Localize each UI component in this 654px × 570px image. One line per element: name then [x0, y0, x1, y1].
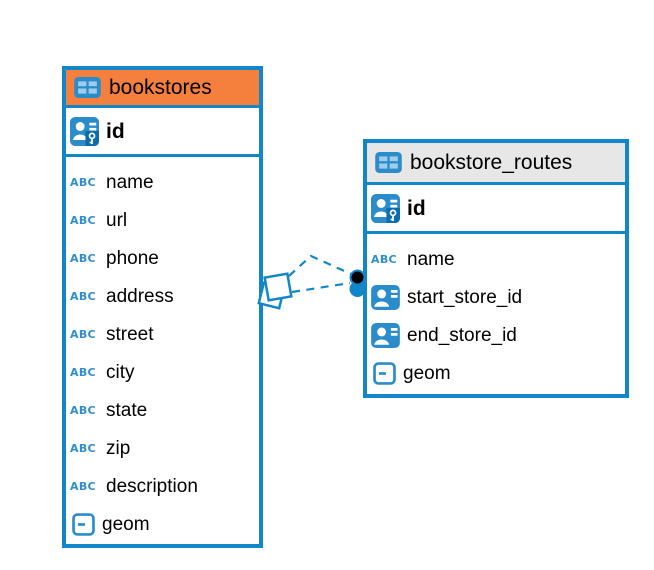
- column-name: zip: [106, 437, 131, 459]
- column-row-street[interactable]: ABC street: [66, 315, 259, 353]
- relationship-source-handle-icon[interactable]: [257, 272, 293, 310]
- column-row-state[interactable]: ABC state: [66, 391, 259, 429]
- column-name: name: [106, 171, 154, 193]
- column-name: geom: [102, 513, 150, 535]
- column-list: ABC name ABC url ABC phone ABC address A…: [66, 157, 259, 543]
- column-name: address: [106, 285, 174, 307]
- table-bookstore-routes[interactable]: bookstore_routes id ABC name start_store…: [363, 139, 629, 398]
- column-name: description: [106, 475, 198, 497]
- column-name: url: [106, 209, 128, 231]
- column-row-phone[interactable]: ABC phone: [66, 239, 259, 277]
- column-row-zip[interactable]: ABC zip: [66, 429, 259, 467]
- column-name: geom: [403, 362, 451, 384]
- column-row-geom[interactable]: geom: [367, 354, 625, 392]
- column-row-id[interactable]: id: [66, 108, 259, 157]
- column-name: start_store_id: [407, 286, 523, 308]
- column-name: state: [106, 399, 148, 421]
- column-row-description[interactable]: ABC description: [66, 467, 259, 505]
- column-row-address[interactable]: ABC address: [66, 277, 259, 315]
- column-row-end-store-id[interactable]: end_store_id: [367, 316, 625, 354]
- text-type-icon: ABC: [70, 289, 96, 303]
- column-row-name[interactable]: ABC name: [66, 163, 259, 201]
- column-row-url[interactable]: ABC url: [66, 201, 259, 239]
- column-name: phone: [106, 247, 159, 269]
- text-type-icon: ABC: [70, 479, 96, 493]
- table-header-bookstore-routes[interactable]: bookstore_routes: [367, 143, 625, 185]
- text-type-icon: ABC: [70, 327, 96, 341]
- column-name: city: [106, 361, 135, 383]
- column-name: id: [106, 119, 125, 143]
- column-row-start-store-id[interactable]: start_store_id: [367, 278, 625, 316]
- column-list: ABC name start_store_id end_store_id geo…: [367, 234, 625, 392]
- column-name: end_store_id: [407, 324, 517, 346]
- table-header-bookstores[interactable]: bookstores: [66, 70, 259, 108]
- column-row-id[interactable]: id: [367, 185, 625, 234]
- column-row-city[interactable]: ABC city: [66, 353, 259, 391]
- text-type-icon: ABC: [70, 441, 96, 455]
- column-name: id: [407, 196, 426, 220]
- column-row-name[interactable]: ABC name: [367, 240, 625, 278]
- text-type-icon: ABC: [70, 251, 96, 265]
- text-type-icon: ABC: [70, 403, 96, 417]
- relationship-target-handle-icon[interactable]: [349, 269, 366, 297]
- column-name: name: [407, 248, 455, 270]
- relationship-line-top[interactable]: [288, 254, 352, 277]
- column-name: street: [106, 323, 154, 345]
- text-type-icon: ABC: [70, 175, 96, 189]
- text-type-icon: ABC: [70, 365, 96, 379]
- relationship-line-bottom[interactable]: [291, 281, 351, 294]
- text-type-icon: ABC: [70, 213, 96, 227]
- column-row-geom[interactable]: geom: [66, 505, 259, 543]
- table-bookstores[interactable]: bookstores id ABC name ABC url ABC phone…: [62, 66, 263, 548]
- table-title: bookstore_routes: [410, 151, 573, 174]
- text-type-icon: ABC: [371, 252, 397, 266]
- table-title: bookstores: [109, 76, 212, 99]
